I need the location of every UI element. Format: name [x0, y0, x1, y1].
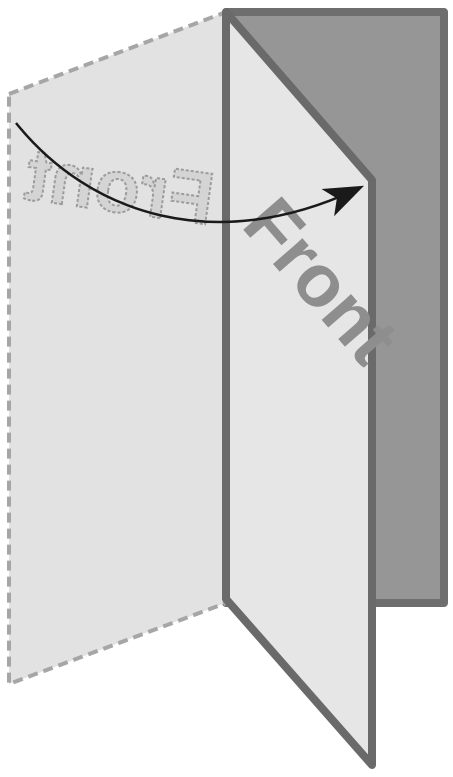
ghost-panel: [9, 12, 226, 684]
